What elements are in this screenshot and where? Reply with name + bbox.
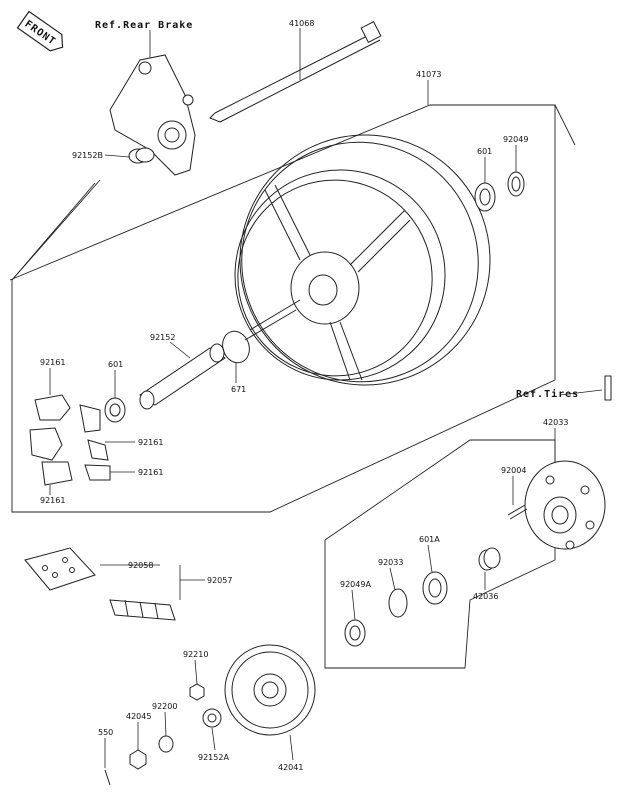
- label-601A: 601A: [419, 535, 440, 544]
- label-92152A: 92152A: [198, 753, 229, 762]
- stud-92004[interactable]: [507, 504, 528, 520]
- nut-92210[interactable]: [189, 683, 205, 701]
- label-92057: 92057: [207, 576, 232, 585]
- axle-41068[interactable]: [209, 21, 382, 123]
- label-92161-a: 92161: [40, 358, 65, 367]
- washer-92200[interactable]: [158, 735, 174, 753]
- rear-sprocket-42041[interactable]: [224, 644, 316, 736]
- nut-42045[interactable]: [129, 749, 147, 770]
- label-92033: 92033: [378, 558, 403, 567]
- label-92058: 92058: [128, 561, 153, 570]
- tire-valve[interactable]: [604, 375, 612, 401]
- label-92161-b: 92161: [138, 438, 163, 447]
- ref-rear-brake[interactable]: Ref.Rear Brake: [95, 20, 193, 31]
- label-92200: 92200: [152, 702, 177, 711]
- part-labels: 41068 41073 92152B 601 92049 92152 92161…: [40, 19, 568, 772]
- label-42033: 42033: [543, 418, 568, 427]
- seal-92049[interactable]: [507, 171, 525, 197]
- label-671: 671: [231, 385, 246, 394]
- label-92161-d: 92161: [40, 496, 65, 505]
- front-direction-badge: FRONT: [16, 10, 64, 52]
- rear-brake-bracket[interactable]: [109, 54, 196, 176]
- bearing-601A[interactable]: [422, 571, 448, 605]
- drive-chain-92057[interactable]: [109, 599, 176, 621]
- chain-master-link-92058[interactable]: [24, 547, 96, 591]
- rear-wheel-41073[interactable]: [205, 100, 525, 420]
- label-92161-c: 92161: [138, 468, 163, 477]
- collar-92152A[interactable]: [202, 708, 222, 728]
- label-601-top: 601: [477, 147, 492, 156]
- label-41073: 41073: [416, 70, 441, 79]
- seal-92049A[interactable]: [344, 619, 366, 647]
- coupling-42033[interactable]: [524, 460, 606, 550]
- label-92049: 92049: [503, 135, 528, 144]
- collar-92152B[interactable]: [128, 147, 155, 164]
- bearing-601-top[interactable]: [474, 182, 496, 212]
- spacer-92152[interactable]: [139, 343, 226, 410]
- label-92210: 92210: [183, 650, 208, 659]
- oring-671[interactable]: [218, 328, 253, 367]
- label-92049A: 92049A: [340, 580, 371, 589]
- label-550: 550: [98, 728, 113, 737]
- sprocket-hub-frame: [324, 439, 556, 669]
- circlip-92033[interactable]: [388, 588, 408, 618]
- wheel-assembly-frame: [9, 104, 576, 513]
- label-42036: 42036: [473, 592, 498, 601]
- bearing-601-left[interactable]: [104, 397, 126, 423]
- label-92004: 92004: [501, 466, 526, 475]
- cotter-pin-550[interactable]: [104, 769, 111, 786]
- label-42041: 42041: [278, 763, 303, 772]
- leader-lines: [49, 28, 603, 768]
- label-41068: 41068: [289, 19, 314, 28]
- label-92152: 92152: [150, 333, 175, 342]
- damper-92161-set[interactable]: [29, 394, 111, 486]
- label-601-left: 601: [108, 360, 123, 369]
- label-92152B: 92152B: [72, 151, 103, 160]
- label-42045: 42045: [126, 712, 151, 721]
- collar-42036[interactable]: [478, 547, 501, 571]
